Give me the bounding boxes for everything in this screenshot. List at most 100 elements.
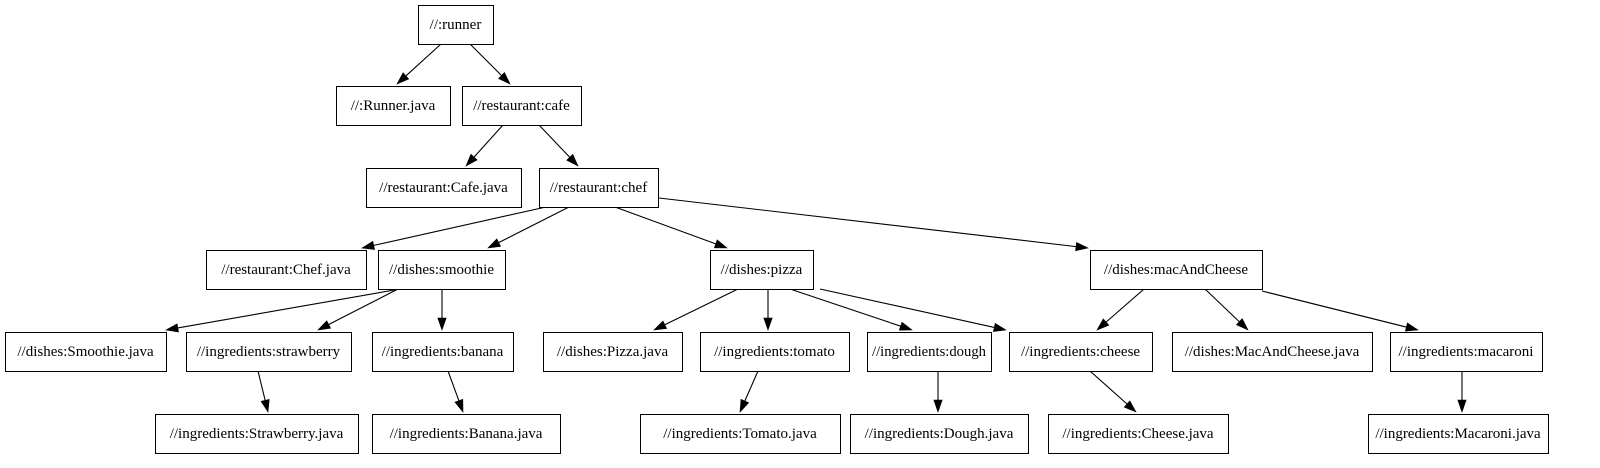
graph-node-chef_java[interactable]: //restaurant:Chef.java xyxy=(206,250,367,290)
arrowhead-icon xyxy=(317,320,332,331)
graph-edge-pizza-to-tomato xyxy=(763,289,773,331)
edge-line xyxy=(614,206,716,245)
graph-edge-macandcheese-to-macaroni xyxy=(1261,290,1419,332)
arrowhead-icon xyxy=(653,320,668,331)
edge-line xyxy=(328,288,399,326)
graph-edge-strawberry-to-strawberry_java xyxy=(257,370,270,413)
edge-line xyxy=(473,124,504,158)
graph-node-cafe[interactable]: //restaurant:cafe xyxy=(462,86,582,126)
edge-line xyxy=(177,288,401,329)
graph-edge-pizza-to-pizza_java xyxy=(653,288,739,331)
node-border[interactable] xyxy=(700,332,850,372)
node-label: //ingredients:cheese xyxy=(1021,344,1140,360)
graph-node-cheese_java[interactable]: //ingredients:Cheese.java xyxy=(1048,414,1229,454)
node-border[interactable] xyxy=(710,250,814,290)
edge-line xyxy=(1105,288,1145,323)
graph-edge-chef-to-pizza xyxy=(614,206,728,249)
graph-node-runner_java[interactable]: //:Runner.java xyxy=(336,86,451,126)
graph-edge-chef-to-macandcheese xyxy=(658,197,1089,252)
node-border[interactable] xyxy=(543,332,683,372)
graph-node-pizza_java[interactable]: //dishes:Pizza.java xyxy=(543,332,683,372)
arrowhead-icon xyxy=(396,72,410,85)
graph-node-strawberry_java[interactable]: //ingredients:Strawberry.java xyxy=(155,414,359,454)
node-border[interactable] xyxy=(418,5,494,45)
node-label: //dishes:macAndCheese xyxy=(1104,262,1248,278)
graph-edge-chef-to-chef_java xyxy=(361,206,547,250)
node-border[interactable] xyxy=(1390,332,1543,372)
graph-edge-smoothie-to-banana xyxy=(437,289,447,331)
node-border[interactable] xyxy=(850,414,1029,454)
node-border[interactable] xyxy=(378,250,506,290)
graph-node-cafe_java[interactable]: //restaurant:Cafe.java xyxy=(366,168,522,208)
node-border[interactable] xyxy=(372,414,561,454)
graph-node-macandcheese[interactable]: //dishes:macAndCheese xyxy=(1090,250,1263,290)
arrowhead-icon xyxy=(1123,400,1137,413)
node-border[interactable] xyxy=(867,332,992,372)
node-border[interactable] xyxy=(186,332,352,372)
graph-node-macandcheese_java[interactable]: //dishes:MacAndCheese.java xyxy=(1172,332,1373,372)
graph-node-strawberry[interactable]: //ingredients:strawberry xyxy=(186,332,352,372)
arrowhead-icon xyxy=(1096,318,1110,331)
graph-node-tomato_java[interactable]: //ingredients:Tomato.java xyxy=(640,414,841,454)
graph-edge-smoothie-to-strawberry xyxy=(317,288,399,331)
node-border[interactable] xyxy=(206,250,367,290)
arrowhead-icon xyxy=(1235,318,1249,331)
node-label: //dishes:Smoothie.java xyxy=(17,344,154,360)
graph-node-pizza[interactable]: //dishes:pizza xyxy=(710,250,814,290)
arrowhead-icon xyxy=(260,398,270,413)
arrowhead-icon xyxy=(566,153,579,167)
graph-node-banana_java[interactable]: //ingredients:Banana.java xyxy=(372,414,561,454)
node-label: //ingredients:tomato xyxy=(714,344,835,360)
graph-node-tomato[interactable]: //ingredients:tomato xyxy=(700,332,850,372)
edge-line xyxy=(373,206,547,246)
node-border[interactable] xyxy=(1172,332,1373,372)
graph-node-cheese[interactable]: //ingredients:cheese xyxy=(1009,332,1153,372)
graph-edge-smoothie-to-smoothie_java xyxy=(165,288,401,333)
edge-line xyxy=(257,370,266,401)
graph-edge-runner-to-cafe xyxy=(469,43,511,85)
arrowhead-icon xyxy=(165,323,179,333)
node-label: //restaurant:chef xyxy=(550,180,647,196)
graph-edge-cafe-to-cafe_java xyxy=(465,124,504,167)
node-label: //restaurant:Cafe.java xyxy=(379,180,508,196)
graph-edge-macandcheese-to-macandcheese_java xyxy=(1204,288,1249,331)
arrowhead-icon xyxy=(1457,399,1467,413)
graph-node-smoothie_java[interactable]: //dishes:Smoothie.java xyxy=(5,332,167,372)
node-border[interactable] xyxy=(539,168,659,208)
node-label: //:Runner.java xyxy=(351,98,436,114)
node-label: //restaurant:Chef.java xyxy=(221,262,351,278)
graph-node-dough[interactable]: //ingredients:dough xyxy=(867,332,992,372)
graph-node-smoothie[interactable]: //dishes:smoothie xyxy=(378,250,506,290)
node-border[interactable] xyxy=(155,414,359,454)
arrowhead-icon xyxy=(933,399,943,413)
node-label: //dishes:MacAndCheese.java xyxy=(1185,344,1360,360)
arrowhead-icon xyxy=(498,72,511,85)
graph-edge-cafe-to-chef xyxy=(538,124,579,167)
node-border[interactable] xyxy=(1048,414,1229,454)
node-border[interactable] xyxy=(372,332,514,372)
graph-edge-banana-to-banana_java xyxy=(447,370,464,413)
node-border[interactable] xyxy=(336,86,451,126)
node-label: //ingredients:Dough.java xyxy=(865,426,1014,442)
graph-node-macaroni[interactable]: //ingredients:macaroni xyxy=(1390,332,1543,372)
graph-node-dough_java[interactable]: //ingredients:Dough.java xyxy=(850,414,1029,454)
graph-edge-macaroni-to-macaroni_java xyxy=(1457,371,1467,413)
graph-node-runner[interactable]: //:runner xyxy=(418,5,494,45)
graph-node-banana[interactable]: //ingredients:banana xyxy=(372,332,514,372)
node-border[interactable] xyxy=(1009,332,1153,372)
node-label: //ingredients:strawberry xyxy=(197,344,341,360)
arrowhead-icon xyxy=(454,398,464,413)
node-border[interactable] xyxy=(366,168,522,208)
graph-node-macaroni_java[interactable]: //ingredients:Macaroni.java xyxy=(1368,414,1549,454)
node-border[interactable] xyxy=(640,414,841,454)
graph-node-chef[interactable]: //restaurant:chef xyxy=(539,168,659,208)
graph-edge-chef-to-smoothie xyxy=(487,206,570,249)
edge-line xyxy=(498,206,570,244)
node-border[interactable] xyxy=(1090,250,1263,290)
graph-nodes-layer: //:runner //:Runner.java //restaurant:cafe… xyxy=(5,5,1549,454)
node-border[interactable] xyxy=(5,332,167,372)
graph-edge-pizza-to-cheese xyxy=(819,288,1007,332)
node-label: //restaurant:cafe xyxy=(473,98,570,114)
node-border[interactable] xyxy=(1368,414,1549,454)
node-border[interactable] xyxy=(462,86,582,126)
